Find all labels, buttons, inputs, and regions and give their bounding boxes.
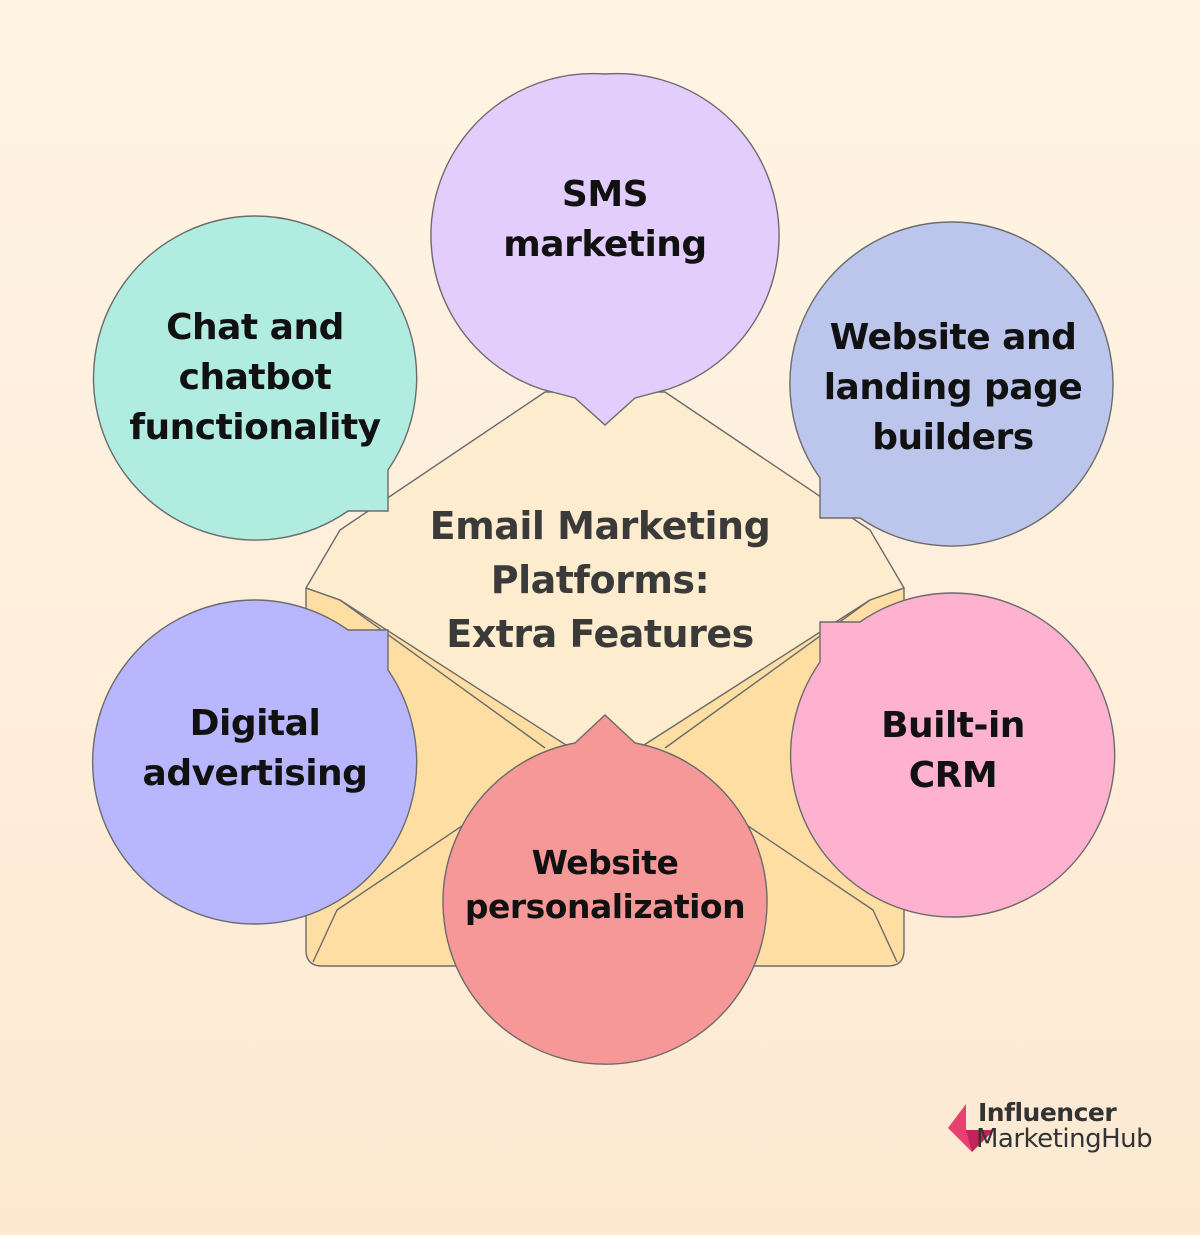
influencer-marketing-hub-logo: Influencer MarketingHub xyxy=(946,1098,1196,1156)
bubble-advertising xyxy=(91,599,418,925)
feature-website-personalization: Website personalization xyxy=(464,843,746,926)
bubble-chat xyxy=(92,215,418,541)
logo-line-1: Influencer xyxy=(978,1098,1117,1127)
diagram-title: Email Marketing Platforms: Extra Feature… xyxy=(429,504,771,656)
bubble-sms xyxy=(430,72,780,426)
bubble-website-builders xyxy=(789,221,1114,547)
feature-sms-marketing: SMS marketing xyxy=(503,174,707,265)
logo-diamond-icon xyxy=(948,1104,994,1152)
feature-digital-advertising: Digital advertising xyxy=(142,703,368,794)
logo-line-2: MarketingHub xyxy=(976,1124,1153,1154)
bubble-personalization xyxy=(442,714,768,1065)
feature-built-in-crm: Built-in CRM xyxy=(881,705,1025,796)
envelope-flap xyxy=(305,391,905,771)
feature-chat-chatbot: Chat and chatbot functionality xyxy=(129,307,381,448)
bubble-crm xyxy=(790,592,1116,918)
feature-website-landing-page-builders: Website and landing page builders xyxy=(823,317,1083,458)
